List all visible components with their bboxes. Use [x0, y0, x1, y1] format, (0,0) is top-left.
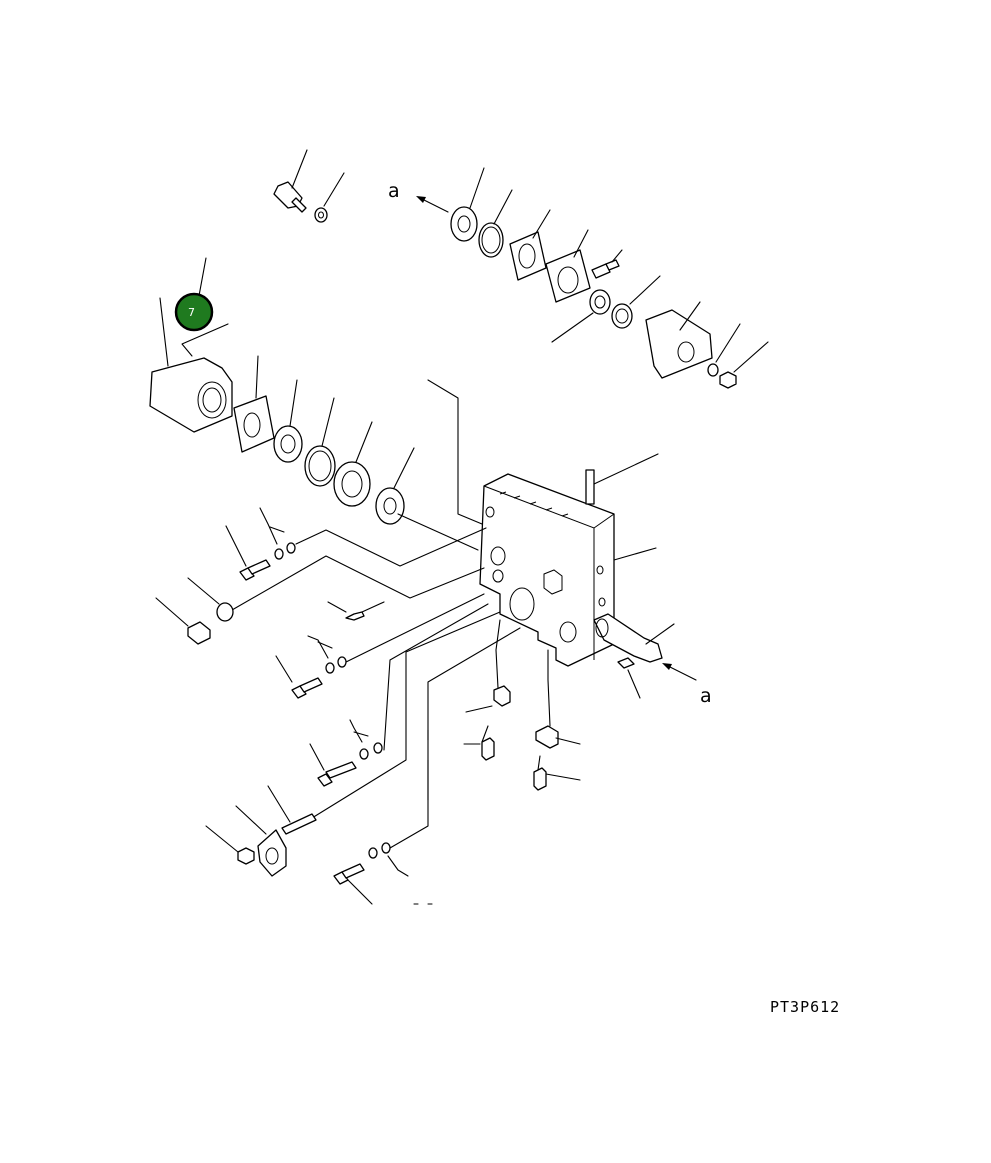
top-bolt-part — [273, 149, 308, 213]
top-cover-washer-part — [707, 323, 741, 377]
clamp-1-part — [465, 619, 511, 713]
small-screw-part — [327, 601, 385, 621]
dowel-pin-part — [585, 453, 659, 505]
bolt-set-4 — [333, 842, 433, 905]
left-bearing-part — [273, 379, 303, 463]
top-flange-part — [545, 229, 591, 303]
top-washer-part — [314, 172, 345, 223]
bolt-set-2 — [275, 635, 347, 699]
plug-part — [155, 577, 234, 645]
top-flange-bolt-part — [591, 249, 623, 279]
right-spool-part — [593, 613, 675, 663]
top-ring-part — [611, 275, 661, 329]
left-housing-part — [149, 257, 233, 433]
top-bearing-part — [450, 167, 485, 242]
top-cover-nut-part — [719, 341, 769, 389]
key-part — [617, 657, 641, 699]
clamp-2-part — [535, 649, 581, 749]
arrow-icon — [662, 663, 672, 670]
valve-body-part — [479, 473, 615, 667]
stud-part — [267, 785, 317, 835]
top-oring-part — [478, 189, 513, 258]
nut-part — [205, 825, 255, 865]
bolt-set-3 — [309, 719, 383, 787]
left-retainer-part — [375, 447, 479, 551]
numbered-callout-icon[interactable]: 7 — [174, 292, 214, 332]
svg-text:a: a — [700, 685, 712, 707]
arrow-icon — [416, 196, 426, 203]
routing-leaders — [231, 379, 521, 849]
svg-text:7: 7 — [188, 306, 195, 319]
view-label-a-top: a — [388, 180, 449, 213]
clamp-bolt-1-part — [463, 725, 495, 761]
left-seal-part — [333, 421, 373, 507]
left-gasket-part — [233, 355, 275, 453]
valve-body-leader — [613, 547, 657, 561]
top-cover-part — [645, 301, 713, 379]
left-oring-part — [304, 397, 336, 487]
view-label-a-right: a — [662, 663, 712, 707]
drawing-code: PT3P612 — [770, 998, 840, 1016]
top-gasket-part — [509, 209, 551, 281]
clamp-bolt-2-part — [533, 755, 581, 791]
flange-plate-part — [235, 805, 287, 877]
svg-text:a: a — [388, 180, 400, 202]
top-seal-part — [551, 289, 611, 343]
bolt-set-1 — [225, 507, 296, 581]
